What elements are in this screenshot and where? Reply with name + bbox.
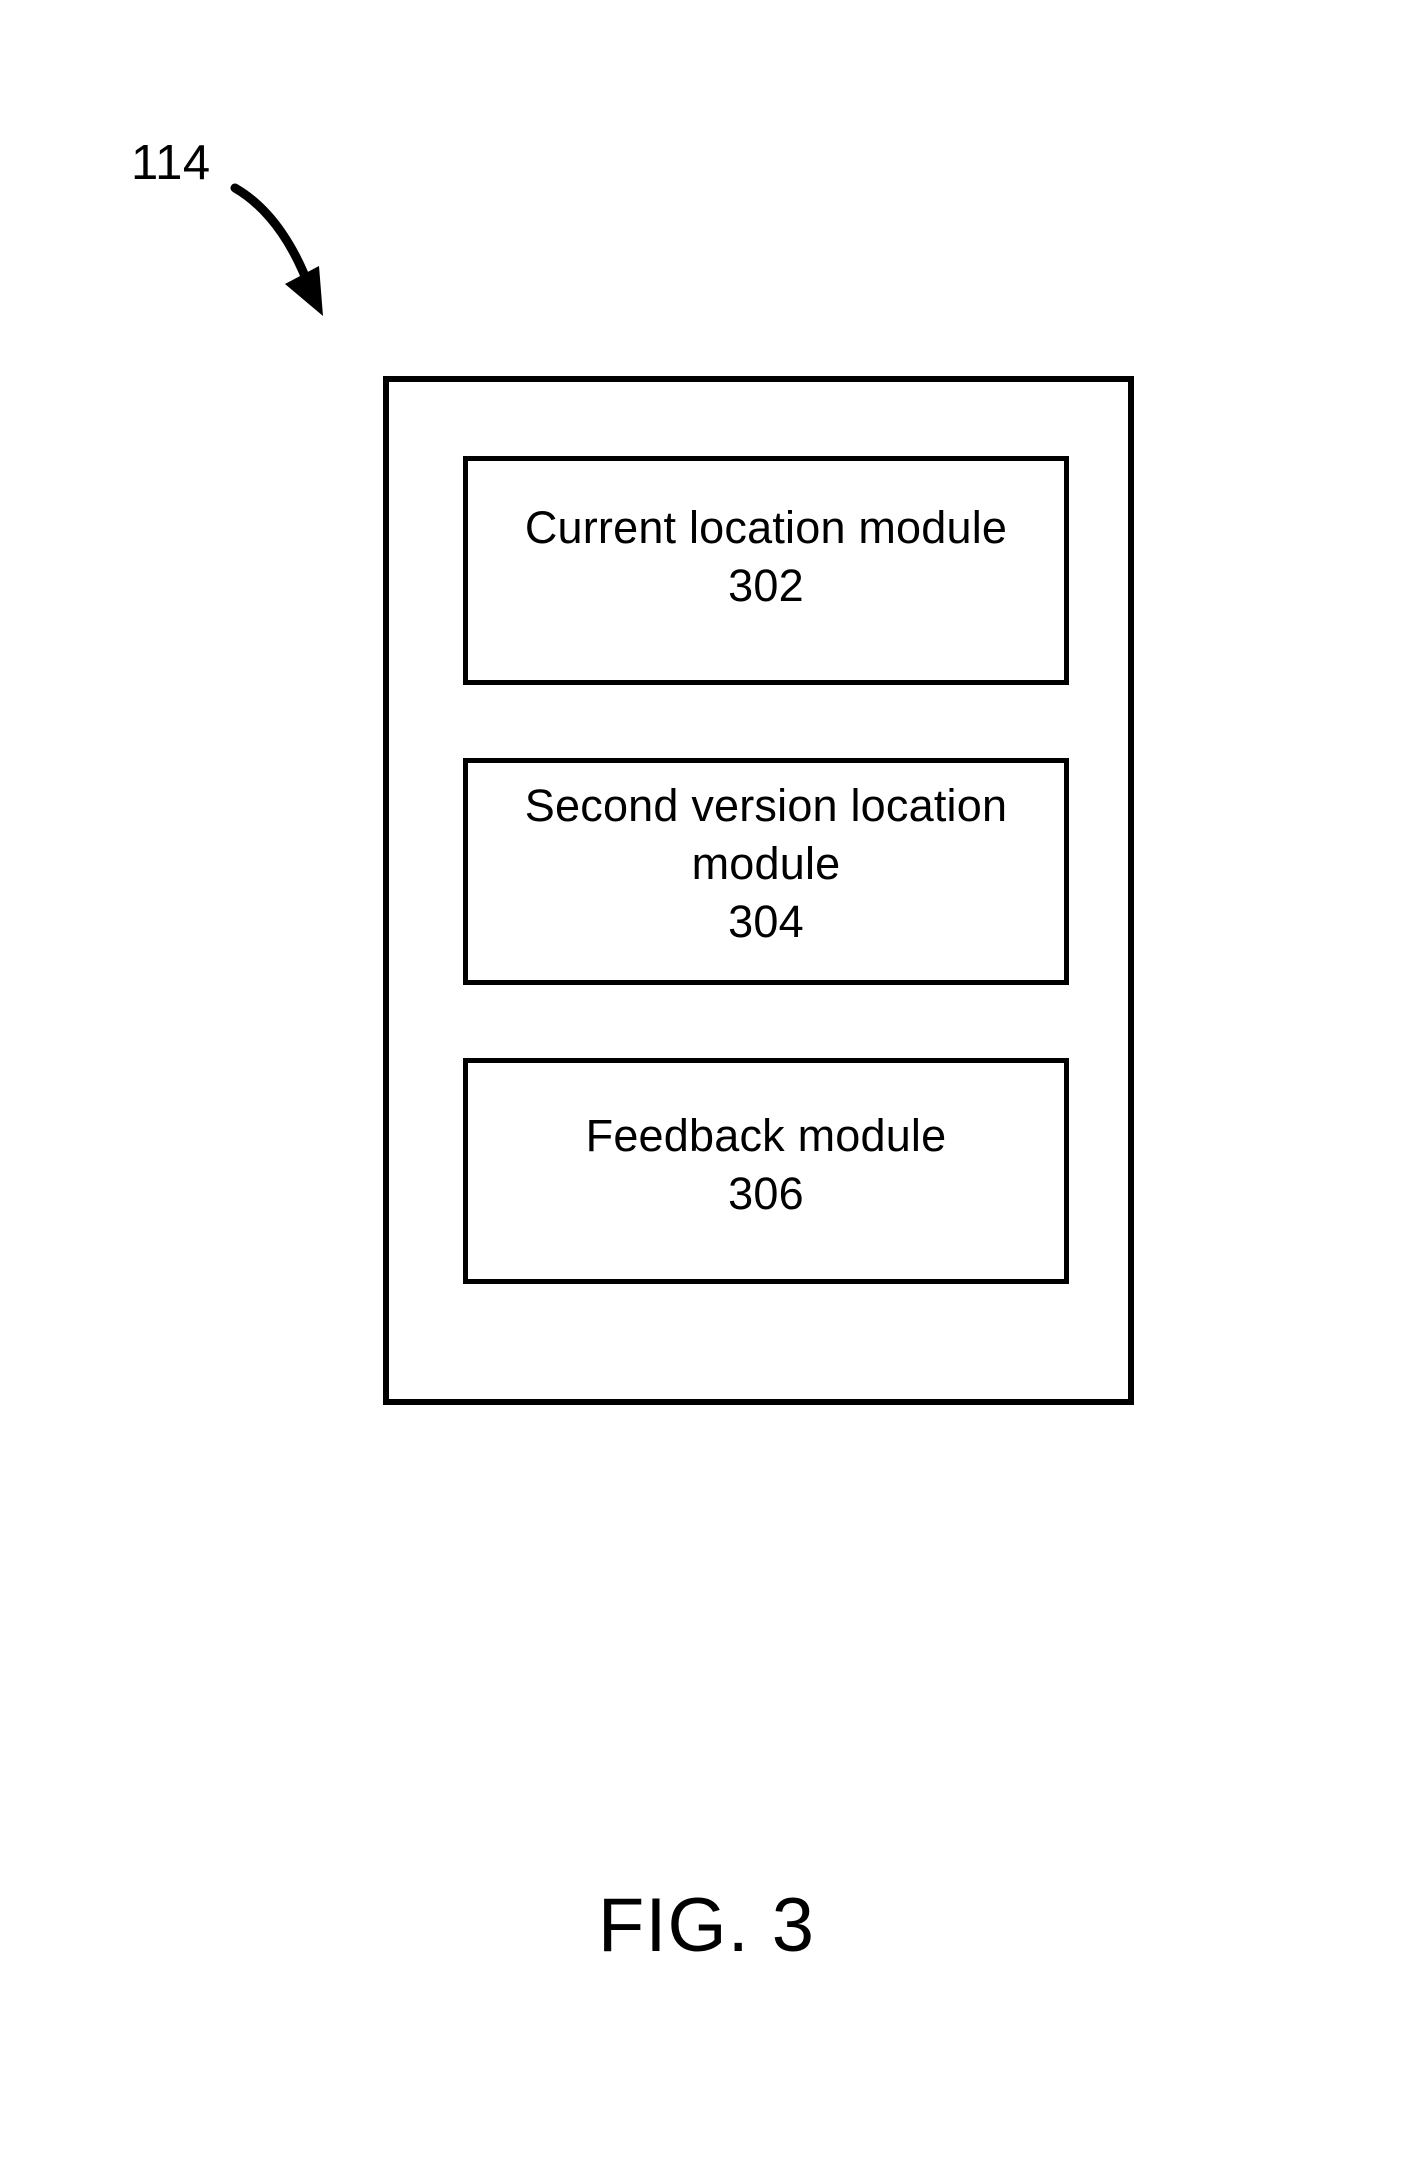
figure-caption: FIG. 3 (597, 1883, 816, 1968)
module-label-current-location: Current location module (524, 501, 1008, 553)
module-reference-302: 302 (728, 559, 804, 611)
module-box-second-version-location[interactable]: Second version location module 304 (463, 758, 1069, 985)
curved-arrow-icon (230, 183, 323, 316)
system-container-box: Current location module 302 Second versi… (383, 376, 1134, 1405)
module-box-current-location[interactable]: Current location module 302 (463, 456, 1069, 685)
module-label-feedback: Feedback module (585, 1110, 947, 1161)
module-box-feedback[interactable]: Feedback module 306 (463, 1058, 1069, 1284)
module-reference-304: 304 (728, 895, 804, 947)
module-label-second-version-location: Second version location module (524, 779, 1008, 889)
module-reference-306: 306 (728, 1168, 804, 1219)
reference-numeral-114: 114 (131, 136, 211, 190)
